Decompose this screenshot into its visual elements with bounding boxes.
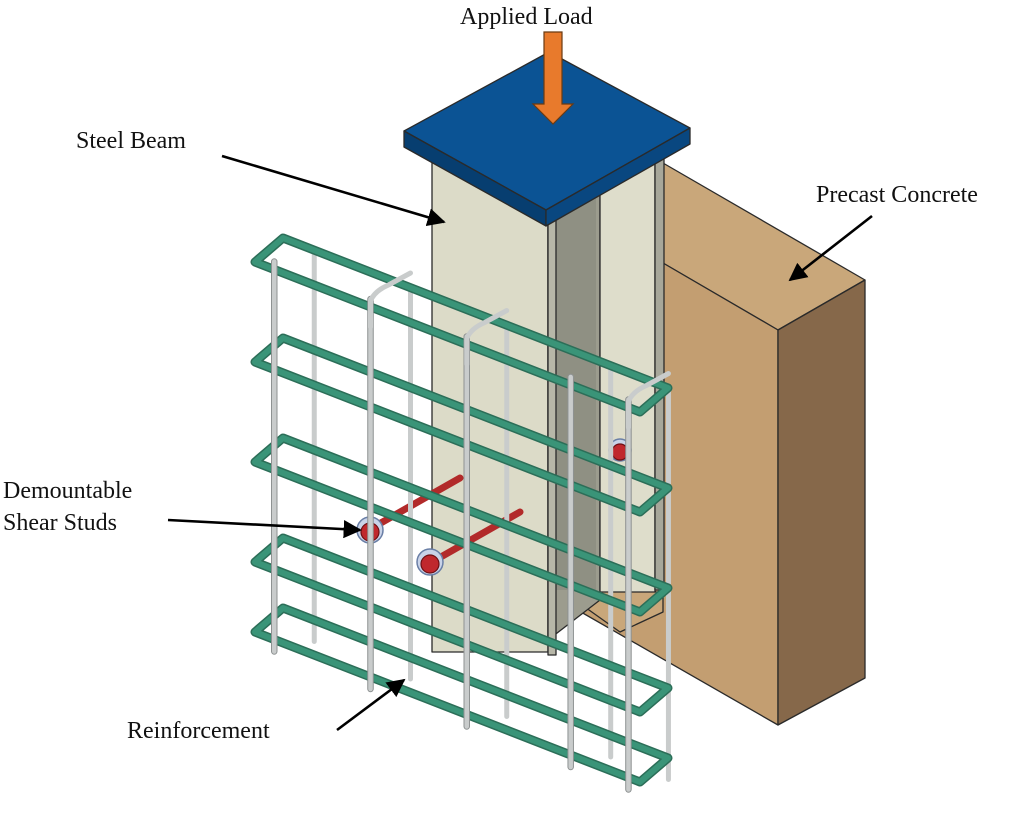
leader-steel-beam	[221, 154, 446, 227]
reinforcement-cage	[250, 233, 673, 793]
label-steel-beam: Steel Beam	[76, 128, 186, 154]
label-applied-load: Applied Load	[460, 4, 593, 30]
loading-plate	[403, 51, 691, 227]
applied-load-arrow-icon	[531, 31, 575, 125]
rebar-hook-3	[625, 371, 671, 430]
shear-stud-shank-1	[368, 474, 464, 532]
shear-stud-head-2	[416, 548, 444, 576]
leader-reinforcement	[336, 678, 406, 732]
steel-beam-back-flange-edge	[654, 149, 665, 591]
label-precast-concrete: Precast Concrete	[816, 182, 978, 208]
rebar-hook-2	[464, 308, 510, 367]
rebar-tie-1	[252, 235, 671, 415]
label-shear-studs-line1: Demountable	[3, 478, 132, 504]
label-shear-studs-line2: Shear Studs	[3, 510, 117, 536]
label-reinforcement: Reinforcement	[127, 718, 270, 744]
concrete-side-face	[777, 279, 866, 726]
rebar-hook-1	[368, 270, 413, 330]
leader-shear-studs	[167, 518, 362, 539]
leader-precast-concrete	[788, 214, 873, 282]
loading-plate-right-edge	[545, 127, 691, 227]
steel-beam-web-shade	[556, 160, 596, 590]
